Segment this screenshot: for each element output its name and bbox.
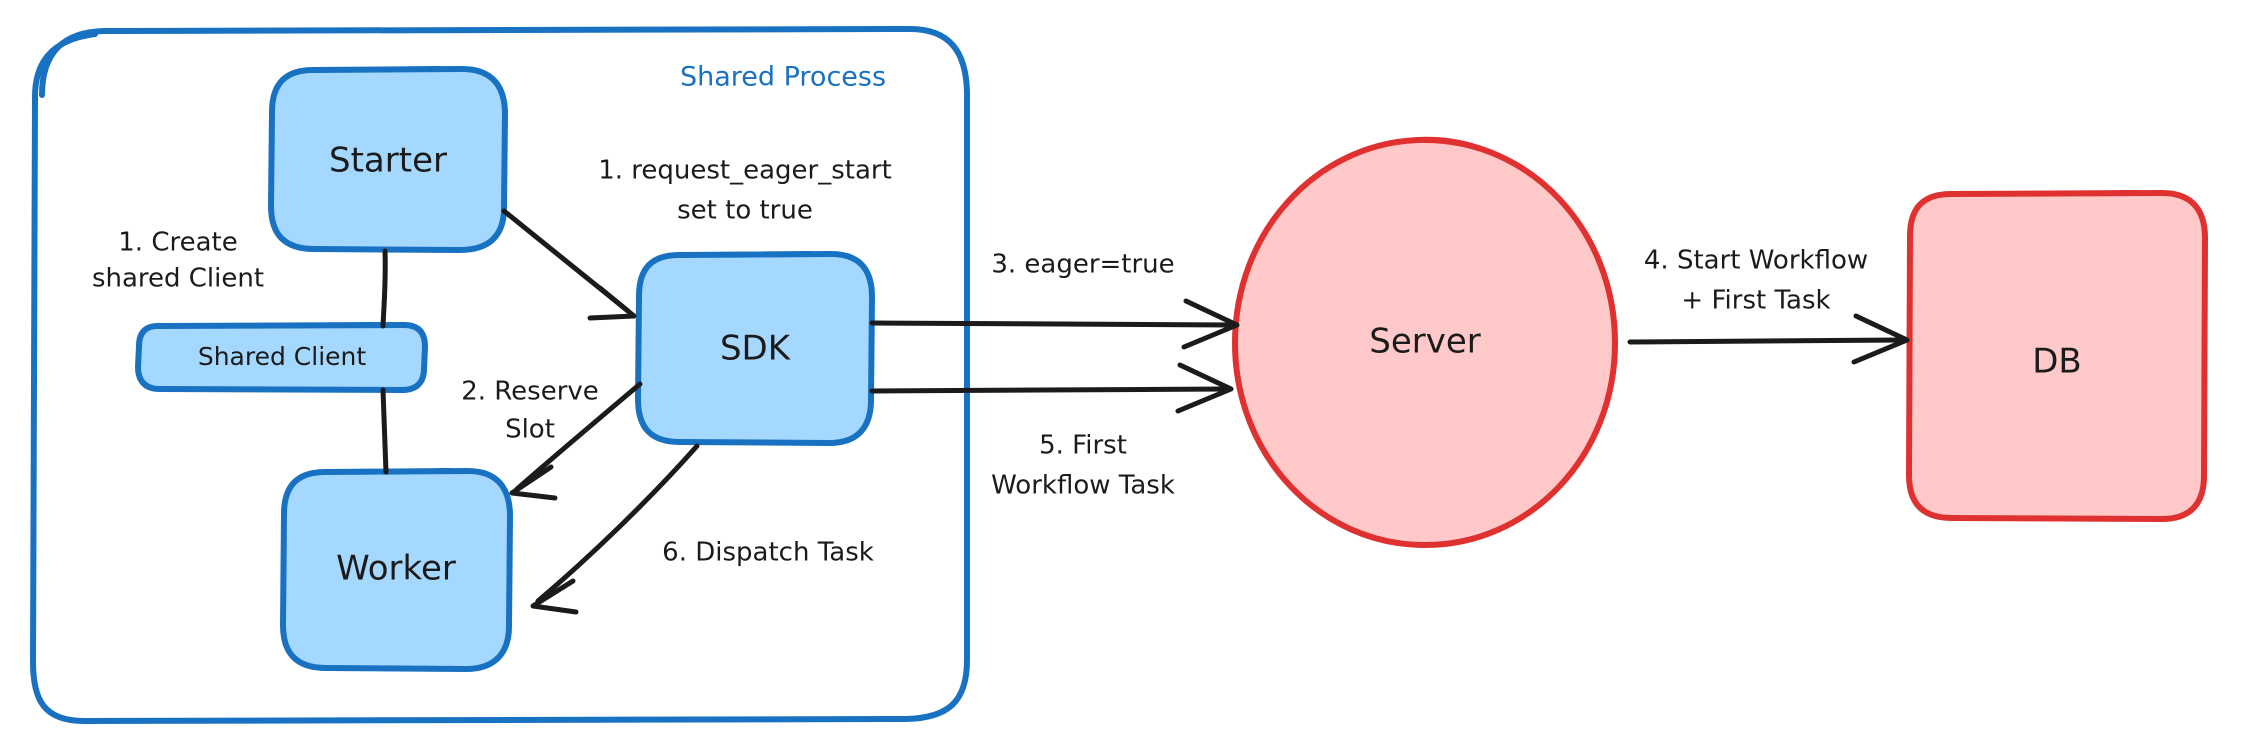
node-db[interactable]: DB — [1906, 190, 2208, 522]
edge-label-first-workflow-task-line2: Workflow Task — [991, 471, 1175, 501]
edge-label-eager-true: 3. eager=true — [991, 250, 1174, 280]
edge-label-create-shared-client: 1. Create — [118, 228, 237, 258]
worker-label: Worker — [336, 549, 456, 589]
edge-create-shared-client: 1. Create shared Client — [92, 228, 388, 329]
edge-request-eager-start: 1. request_eager_start set to true — [501, 156, 892, 321]
arrowhead-dispatch-task — [530, 578, 579, 615]
edge-dispatch-task: 6. Dispatch Task — [530, 443, 874, 615]
edge-label-reserve-slot-line2: Slot — [505, 415, 555, 445]
worker-shape — [280, 468, 513, 672]
starter-label: Starter — [329, 141, 447, 181]
edge-reserve-slot: 2. Reserve Slot — [461, 377, 643, 501]
edge-label-dispatch-task: 6. Dispatch Task — [662, 538, 874, 568]
shared-client-shape — [135, 322, 428, 393]
node-server[interactable]: Server — [1232, 136, 1618, 548]
edge-line-shared-client-worker — [380, 387, 389, 475]
edge-label-reserve-slot: 2. Reserve — [461, 377, 599, 407]
server-shape — [1232, 136, 1618, 548]
edge-eager-true: 3. eager=true — [869, 250, 1240, 350]
shared-client-label: Shared Client — [198, 342, 367, 371]
edge-label-start-workflow-line2: + First Task — [1681, 286, 1830, 316]
edge-line-sdk-reserve-slot — [514, 381, 643, 492]
server-label: Server — [1369, 322, 1481, 362]
edge-label-first-workflow-task: 5. First — [1039, 431, 1127, 461]
edge-line-eager-true — [869, 320, 1235, 328]
node-sdk[interactable]: SDK — [635, 251, 875, 446]
edge-label-request-eager-start-line2: set to true — [677, 196, 813, 226]
shared-process-group: Shared Process — [30, 26, 970, 724]
db-shape — [1906, 190, 2208, 522]
edge-label-create-shared-client-line2: shared Client — [92, 264, 264, 294]
edge-label-request-eager-start: 1. request_eager_start — [598, 156, 892, 186]
edge-label-start-workflow: 4. Start Workflow — [1644, 246, 1868, 276]
node-shared-client[interactable]: Shared Client — [135, 322, 428, 393]
arrowhead-start-workflow — [1851, 313, 1910, 365]
arrowhead-first-workflow-task — [1175, 362, 1234, 414]
arrowhead-reserve-slot — [509, 464, 558, 501]
db-label: DB — [2032, 342, 2082, 382]
edge-start-workflow: 4. Start Workflow + First Task — [1627, 246, 1910, 365]
shared-process-label: Shared Process — [680, 62, 886, 93]
node-worker[interactable]: Worker — [280, 468, 513, 672]
edge-line-dispatch-task — [535, 443, 700, 604]
node-starter[interactable]: Starter — [268, 66, 508, 253]
shared-process-border — [30, 26, 970, 724]
arrowhead-starter-sdk — [587, 285, 637, 321]
edge-line-start-workflow — [1627, 337, 1905, 345]
sdk-shape — [635, 251, 875, 446]
arrowhead-eager-true — [1181, 298, 1240, 350]
edge-line-starter-shared-client — [380, 248, 388, 329]
edge-line-first-workflow-task — [869, 386, 1229, 394]
edge-client-to-worker — [380, 387, 389, 475]
edge-first-workflow-task: 5. First Workflow Task — [869, 362, 1234, 501]
sdk-label: SDK — [720, 329, 792, 369]
